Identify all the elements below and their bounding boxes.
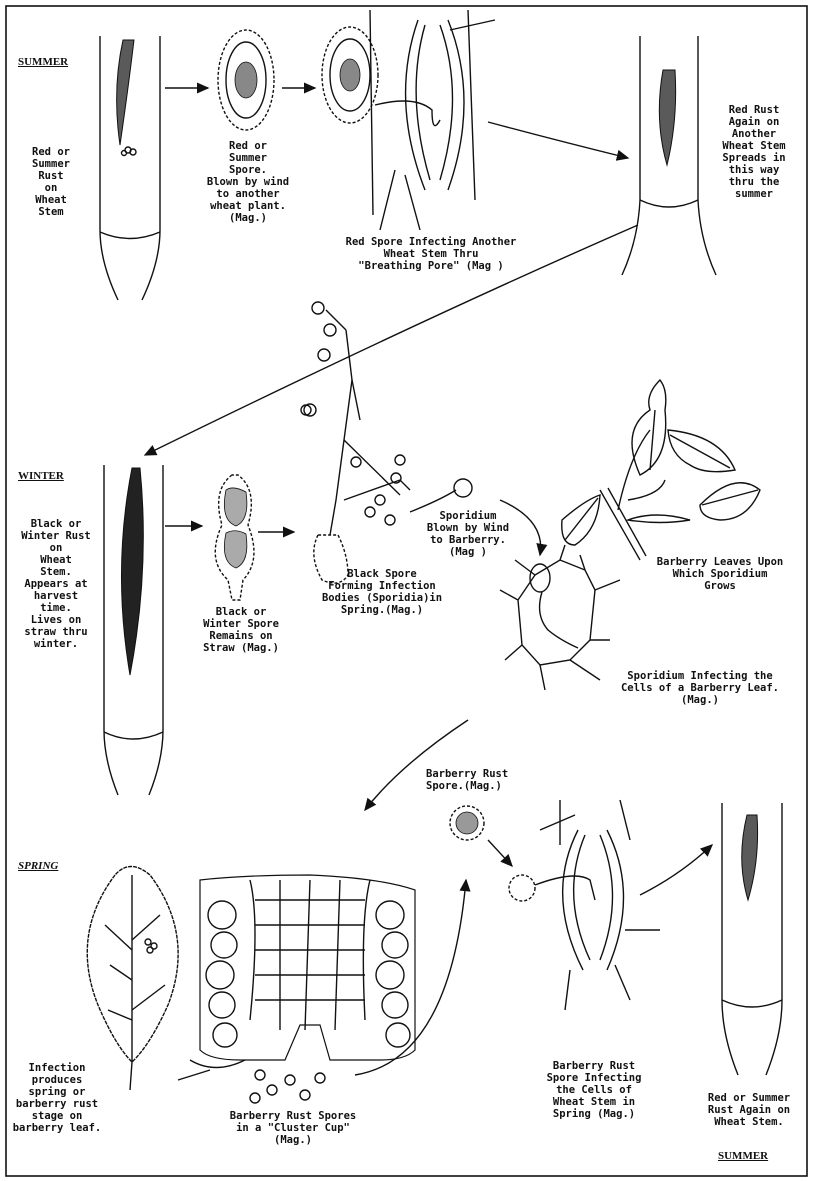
label-red-rust-stem: Red or Summer Rust on Wheat Stem <box>8 146 94 218</box>
label-red-summer-again: Red or Summer Rust Again on Wheat Stem. <box>690 1092 808 1128</box>
black-spore-illustration <box>215 475 254 600</box>
barberry-leaf-illustration <box>87 867 178 1091</box>
label-barberry-spore-infecting: Barberry Rust Spore Infecting the Cells … <box>526 1060 662 1120</box>
season-label-summer: SUMMER <box>18 56 68 68</box>
label-red-spore-infecting: Red Spore Infecting Another Wheat Stem T… <box>318 236 544 272</box>
label-cluster-cup: Barberry Rust Spores in a "Cluster Cup" … <box>190 1110 396 1146</box>
label-black-spore-forming: Black Spore Forming Infection Bodies (Sp… <box>298 568 466 616</box>
arrow-spore-to-wheat-cells <box>488 840 512 866</box>
season-label-winter: WINTER <box>18 470 64 482</box>
barberry-branch-illustration <box>562 380 760 560</box>
summer-final-wheat-stem-illustration <box>722 803 782 1075</box>
red-spore-illustration <box>218 30 274 130</box>
sporidium-dot <box>454 479 472 497</box>
season-label-spring: SPRING <box>18 860 58 872</box>
arrow-winter-to-spring <box>365 720 468 810</box>
arrow-to-summer-stem <box>640 845 712 895</box>
label-black-spore: Black or Winter Spore Remains on Straw (… <box>186 606 296 654</box>
wheat-cells-spring-illustration <box>509 800 660 1010</box>
arrow-cluster-to-spore <box>355 880 466 1075</box>
arrow-sporidia-to-sporidium <box>410 490 456 512</box>
season-label-summer-bottom: SUMMER <box>718 1150 768 1162</box>
label-sporidium-infecting: Sporidium Infecting the Cells of a Barbe… <box>594 670 806 706</box>
summer-wheat-stem-2-illustration <box>622 36 716 275</box>
winter-wheat-stem-illustration <box>104 465 163 795</box>
label-barberry-spore: Barberry Rust Spore.(Mag.) <box>426 768 546 792</box>
barberry-cells-illustration <box>500 545 620 690</box>
label-red-rust-again: Red Rust Again on Another Wheat Stem Spr… <box>706 104 802 200</box>
label-infection-produces: Infection produces spring or barberry ru… <box>8 1062 106 1134</box>
label-sporidium-blown: Sporidium Blown by Wind to Barberry. (Ma… <box>408 510 528 558</box>
sporidia-illustration <box>301 302 410 583</box>
label-red-spore: Red or Summer Spore. Blown by wind to an… <box>194 140 302 224</box>
summer-wheat-stem-illustration <box>100 36 160 300</box>
arrow-pore-to-stem <box>488 122 628 158</box>
label-barberry-leaves: Barberry Leaves Upon Which Sporidium Gro… <box>632 556 808 592</box>
cluster-cup-illustration <box>178 875 415 1103</box>
red-spore-pore-illustration <box>322 10 495 230</box>
label-black-rust-stem: Black or Winter Rust on Wheat Stem. Appe… <box>8 518 104 650</box>
